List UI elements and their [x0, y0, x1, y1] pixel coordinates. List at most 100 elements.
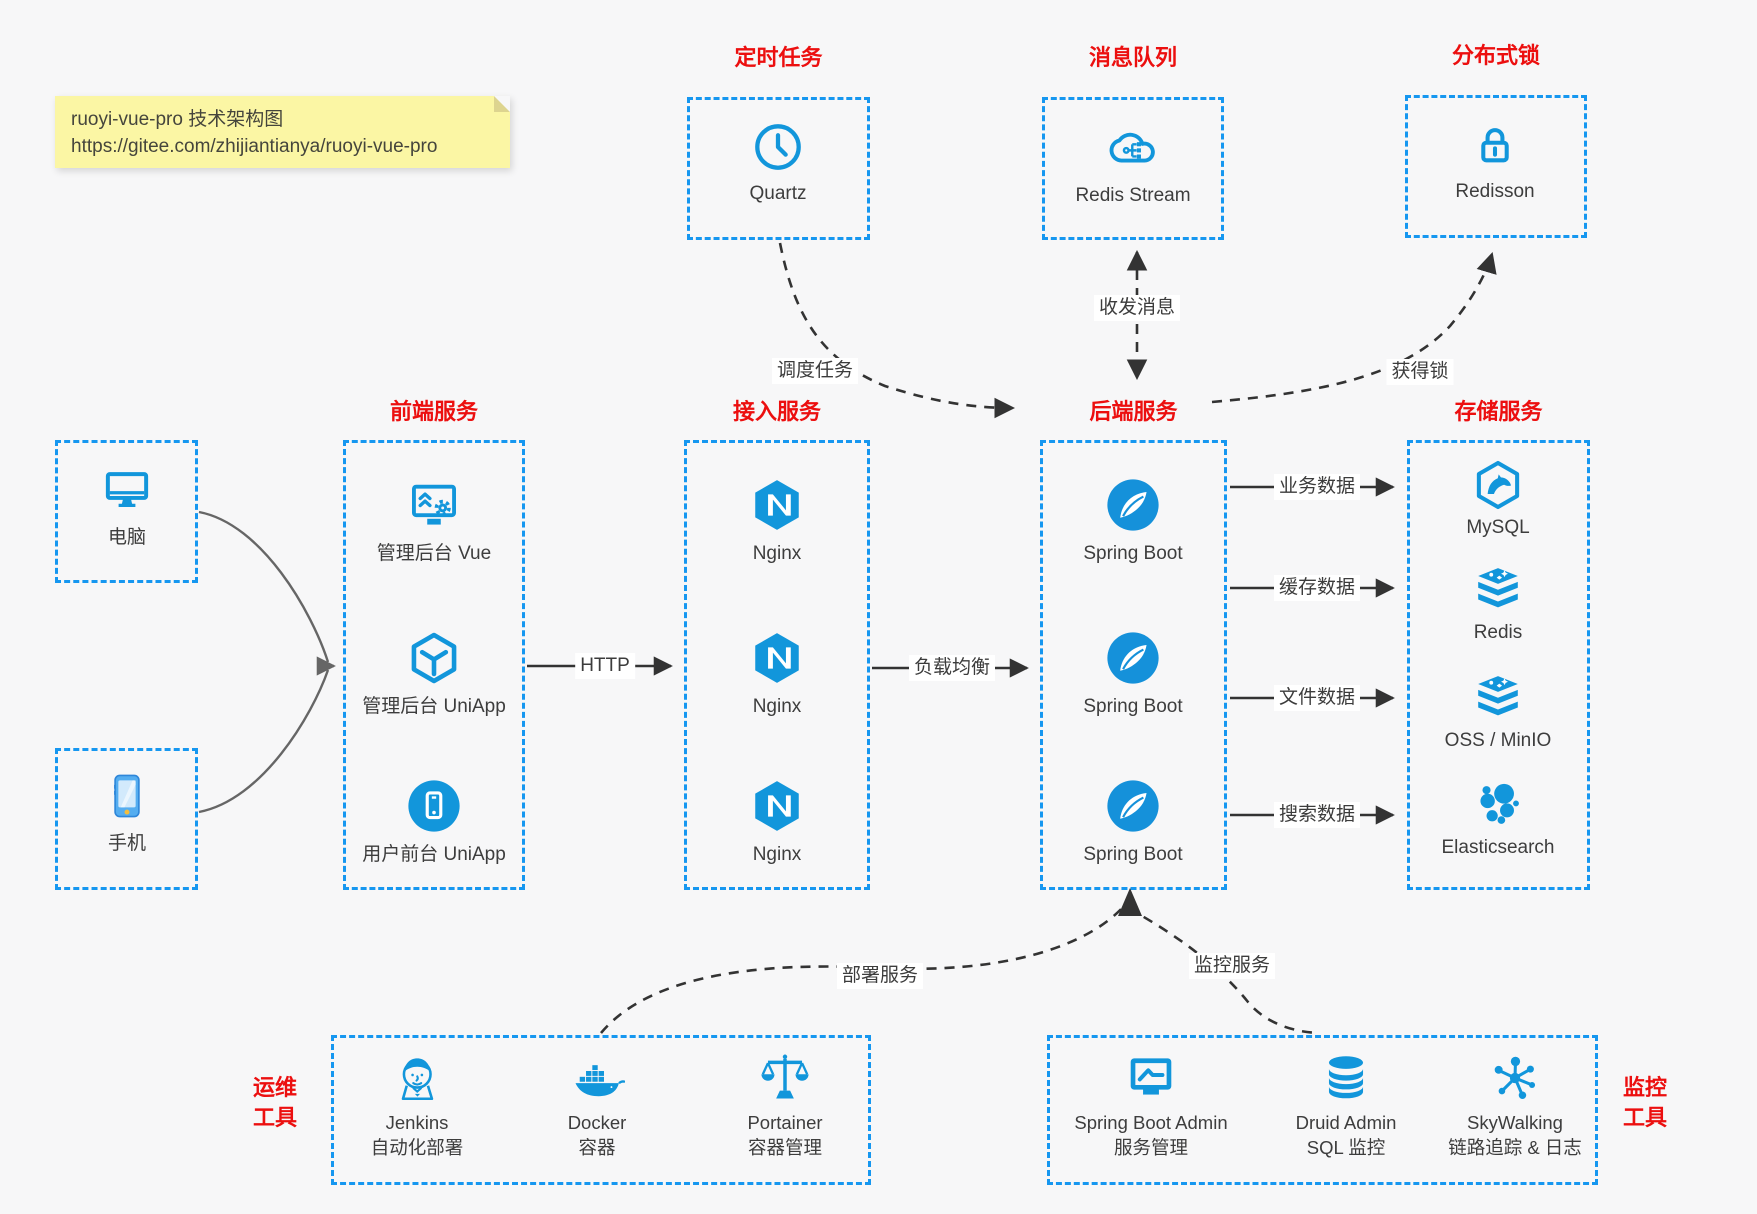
edge-label-search-data: 搜索数据	[1273, 802, 1361, 828]
node-label: Redis Stream	[1075, 185, 1191, 206]
node-label: 管理后台 Vue	[376, 543, 492, 564]
node-redis[interactable]: Redis	[1408, 563, 1588, 645]
panel-frontend[interactable]	[343, 440, 525, 890]
node-label: Druid Admin	[1295, 1112, 1397, 1133]
edge-label-business-data: 业务数据	[1273, 474, 1361, 500]
node-springboot-1[interactable]: Spring Boot	[1043, 476, 1223, 566]
node-label: Spring Boot	[1083, 844, 1183, 865]
panel-backend[interactable]	[1040, 440, 1227, 890]
panel-distributed-lock[interactable]	[1405, 95, 1587, 238]
panel-gateway[interactable]	[684, 440, 870, 890]
node-jenkins[interactable]: Jenkins 自动化部署	[317, 1050, 517, 1161]
node-springboot-2[interactable]: Spring Boot	[1043, 629, 1223, 719]
edge-label-deploy: 部署服务	[836, 963, 924, 989]
node-sublabel: 自动化部署	[370, 1137, 464, 1158]
title-gateway-services: 接入服务	[732, 399, 821, 424]
note-fold-corner	[494, 96, 510, 112]
ops-label-line1: 运维	[252, 1075, 297, 1100]
title-monitor-tools: 监控 工具	[1608, 1073, 1682, 1133]
title-backend-services: 后端服务	[1089, 399, 1178, 424]
node-label: Redisson	[1455, 181, 1535, 202]
node-label: Redis	[1473, 622, 1523, 643]
node-nginx-3[interactable]: Nginx	[687, 777, 867, 867]
node-springboot-3[interactable]: Spring Boot	[1043, 777, 1223, 867]
node-sublabel: 容器	[578, 1137, 616, 1158]
node-quartz[interactable]: Quartz	[693, 120, 863, 206]
node-mobile[interactable]: 手机	[57, 768, 197, 856]
edge-pc-to-frontend	[198, 510, 330, 663]
node-mysql[interactable]: MySQL	[1408, 458, 1588, 540]
edge-label-http: HTTP	[575, 653, 635, 679]
node-skywalking[interactable]: SkyWalking 链路追踪 & 日志	[1395, 1050, 1635, 1161]
node-label: Nginx	[752, 543, 802, 564]
node-label: MySQL	[1466, 517, 1530, 538]
node-label: 电脑	[107, 527, 146, 548]
node-label: 手机	[107, 833, 146, 854]
edge-acquire-lock	[1211, 252, 1497, 404]
panel-pc-client[interactable]	[55, 440, 198, 583]
edge-label-file-data: 文件数据	[1273, 685, 1361, 711]
node-label: Spring Boot Admin	[1074, 1112, 1228, 1133]
node-label: Portainer	[747, 1112, 823, 1133]
node-sublabel: 服务管理	[1113, 1137, 1188, 1158]
node-sublabel: 链路追踪 & 日志	[1448, 1137, 1582, 1158]
node-elasticsearch[interactable]: Elasticsearch	[1408, 778, 1588, 860]
panel-storage[interactable]	[1407, 440, 1590, 890]
node-user-uniapp[interactable]: 用户前台 UniApp	[344, 777, 524, 867]
edge-label-schedule: 调度任务	[771, 358, 859, 384]
node-label: Spring Boot	[1083, 696, 1183, 717]
edge-mobile-to-frontend	[198, 669, 330, 814]
panel-monitor-tools[interactable]	[1047, 1035, 1598, 1185]
edge-label-load-balance: 负载均衡	[908, 655, 996, 681]
node-label: Nginx	[752, 844, 802, 865]
node-label: 管理后台 UniApp	[362, 696, 506, 717]
node-admin-uniapp[interactable]: 管理后台 UniApp	[344, 629, 524, 719]
node-label: Docker	[567, 1112, 627, 1133]
note-title: ruoyi-vue-pro 技术架构图	[71, 109, 284, 130]
note-url: https://gitee.com/zhijiantianya/ruoyi-vu…	[71, 136, 438, 157]
node-sublabel: SQL 监控	[1306, 1137, 1386, 1158]
edge-label-cache-data: 缓存数据	[1273, 575, 1361, 601]
node-label: Jenkins	[385, 1112, 449, 1133]
edge-label-monitor: 监控服务	[1188, 953, 1276, 979]
node-redis-stream[interactable]: Redis Stream	[1048, 118, 1218, 208]
title-storage-services: 存储服务	[1454, 399, 1543, 424]
node-sublabel: 容器管理	[747, 1137, 822, 1158]
monitor-label-line1: 监控	[1622, 1075, 1667, 1100]
edge-monitor-service	[1127, 906, 1319, 1035]
title-ops-tools: 运维 工具	[238, 1073, 312, 1133]
title-frontend-services: 前端服务	[389, 399, 478, 424]
edge-label-acquire-lock: 获得锁	[1386, 359, 1454, 385]
node-oss-minio[interactable]: OSS / MinIO	[1408, 671, 1588, 753]
title-distributed-lock: 分布式锁	[1451, 43, 1540, 68]
edge-label-messaging: 收发消息	[1093, 295, 1181, 321]
monitor-label-line2: 工具	[1622, 1105, 1667, 1130]
edge-bottom-arrowhead	[1118, 888, 1142, 916]
sticky-note[interactable]: ruoyi-vue-pro 技术架构图 https://gitee.com/zh…	[55, 96, 510, 168]
ops-label-line2: 工具	[252, 1105, 297, 1130]
node-label: Spring Boot	[1083, 543, 1183, 564]
node-spring-boot-admin[interactable]: Spring Boot Admin 服务管理	[1031, 1050, 1271, 1161]
panel-ops-tools[interactable]	[331, 1035, 871, 1185]
node-label: OSS / MinIO	[1444, 730, 1552, 751]
panel-message-queue[interactable]	[1042, 97, 1224, 240]
node-docker[interactable]: Docker 容器	[497, 1050, 697, 1161]
node-pc[interactable]: 电脑	[57, 462, 197, 550]
title-scheduled-tasks: 定时任务	[734, 45, 823, 70]
panel-mobile-client[interactable]	[55, 748, 198, 890]
node-druid-admin[interactable]: Druid Admin SQL 监控	[1246, 1050, 1446, 1161]
node-label: Nginx	[752, 696, 802, 717]
edge-schedule-task	[778, 242, 1016, 419]
node-redisson[interactable]: Redisson	[1410, 118, 1580, 204]
node-label: Quartz	[749, 183, 807, 204]
title-message-queue: 消息队列	[1088, 45, 1177, 70]
node-admin-vue[interactable]: 管理后台 Vue	[344, 476, 524, 566]
node-label: Elasticsearch	[1441, 837, 1555, 858]
node-nginx-2[interactable]: Nginx	[687, 629, 867, 719]
node-portainer[interactable]: Portainer 容器管理	[685, 1050, 885, 1161]
node-label: 用户前台 UniApp	[362, 844, 506, 865]
panel-scheduler[interactable]	[687, 97, 870, 240]
node-nginx-1[interactable]: Nginx	[687, 476, 867, 566]
